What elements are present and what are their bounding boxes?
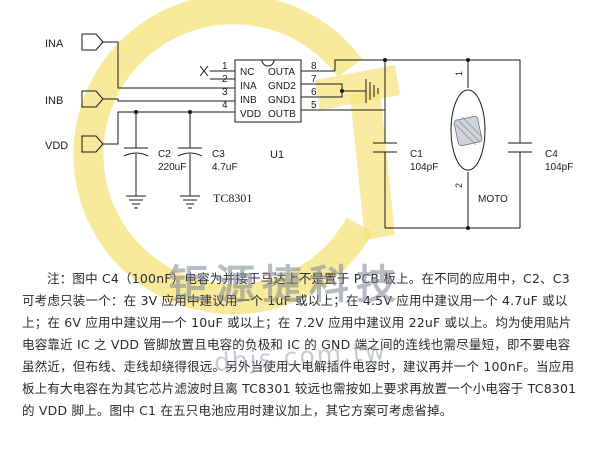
design-note-paragraph: 注：图中 C4（100nF）电容为并接于马达上不是置于 PCB 板上。在不同的应…: [22, 268, 582, 422]
pin-num: 8: [311, 61, 317, 72]
wire-outb: [335, 109, 386, 143]
pin-name: OUTA: [268, 67, 295, 78]
port-inb-label: INB: [45, 95, 63, 107]
ground-symbol-c3: [180, 195, 200, 209]
c4-plates: [508, 142, 532, 153]
wire-ina: [103, 41, 210, 89]
port-vdd-label: VDD: [45, 140, 68, 152]
port-vdd-shape: [81, 135, 104, 153]
ic-part-label: TC8301: [213, 191, 252, 205]
c4-value-label: 104pF: [545, 162, 573, 173]
pin-num: 7: [311, 74, 317, 85]
pin-name: NC: [240, 67, 254, 78]
junction-dot: [134, 110, 138, 114]
pin-num: 6: [311, 87, 317, 98]
pin-name: OUTB: [268, 109, 296, 120]
c1-value-label: 104pF: [410, 162, 438, 173]
junction-dot: [466, 226, 470, 230]
wire-vdd: [103, 111, 210, 145]
wire-gnd: [335, 83, 366, 98]
junction-dot: [188, 110, 192, 114]
port-inb-shape: [81, 90, 104, 108]
junction-dot: [466, 58, 470, 62]
ic-notch: [261, 59, 275, 67]
nc-x-mark: [199, 65, 209, 77]
motor-pin2-label: 2: [454, 183, 464, 188]
ground-symbol-ic: [365, 79, 379, 103]
wire-vdd-caps: [135, 112, 191, 148]
c1-ref-label: C1: [410, 149, 423, 160]
pin-name: VDD: [240, 109, 261, 120]
c1-plates: [373, 142, 397, 153]
motor-pin1-label: 1: [454, 71, 464, 76]
c4-ref-label: C4: [545, 149, 558, 160]
junction-dot: [383, 58, 387, 62]
c4-wires: [468, 59, 521, 228]
circuit-schematic: INA INB VDD 1 2 3 4 NC INA INB VDD OUTA …: [45, 33, 573, 230]
design-note-text: 注：图中 C4（100nF）电容为并接于马达上不是置于 PCB 板上。在不同的应…: [22, 271, 577, 418]
motor-symbol: [450, 89, 486, 171]
wire-inb: [103, 98, 210, 102]
pin-num: 3: [222, 87, 228, 98]
c3-value-label: 4.7uF: [212, 162, 238, 173]
c2-value-label: 220uF: [158, 162, 186, 173]
pin-num: 4: [222, 100, 228, 111]
c2-symbol: [123, 147, 149, 196]
pin-name: INB: [240, 95, 257, 106]
c3-ref-label: C3: [212, 149, 225, 160]
pin-num: 5: [311, 100, 317, 111]
c2-ref-label: C2: [158, 149, 171, 160]
ic-ref-label: U1: [270, 149, 284, 161]
pin-stubs-right: [301, 70, 335, 111]
motor-label: MOTO: [478, 194, 508, 205]
pin-num: 2: [222, 74, 228, 85]
junction-dot: [340, 89, 344, 93]
ground-symbol-c2: [126, 195, 146, 209]
pin-name: GND2: [268, 81, 296, 92]
pin-num: 1: [222, 61, 228, 72]
port-ina-shape: [81, 33, 104, 51]
pin-name: GND1: [268, 95, 296, 106]
pin-name: INA: [240, 81, 257, 92]
port-ina-label: INA: [45, 38, 64, 50]
wire-outa: [334, 59, 469, 88]
